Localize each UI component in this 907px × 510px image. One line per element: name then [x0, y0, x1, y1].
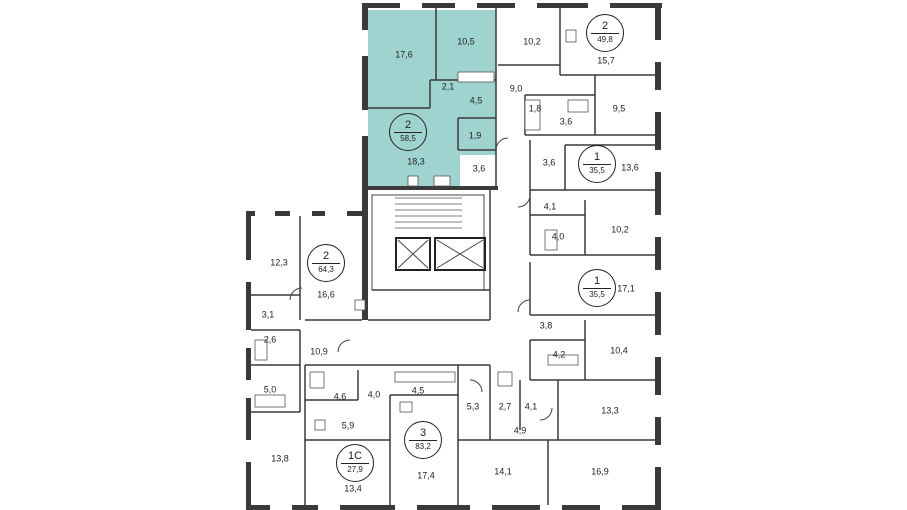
room-area: 1,8 — [528, 103, 542, 114]
room-area: 12,3 — [270, 257, 288, 268]
room-area: 10,9 — [310, 346, 328, 357]
room-area: 4,1 — [543, 201, 557, 212]
room-area: 4,9 — [513, 425, 527, 436]
apartment-badge[interactable]: 2 49,8 — [586, 14, 624, 52]
apartment-area: 35,5 — [589, 290, 605, 299]
windows — [246, 3, 661, 510]
room-area: 4,5 — [469, 95, 483, 106]
room-area: 3,6 — [542, 157, 556, 168]
apartment-area: 64,3 — [318, 265, 334, 274]
room-count: 2 — [322, 250, 330, 262]
room-area: 4,0 — [551, 231, 565, 242]
room-count: 2 — [601, 20, 609, 32]
room-count: 1 — [593, 151, 601, 163]
room-area: 2,7 — [498, 401, 512, 412]
room-area: 17,6 — [395, 49, 413, 60]
room-area: 2,1 — [441, 81, 455, 92]
room-area: 10,2 — [611, 224, 629, 235]
room-area: 3,1 — [261, 309, 275, 320]
room-area: 1,9 — [468, 130, 482, 141]
apartment-area: 27,9 — [347, 465, 363, 474]
room-area: 10,5 — [457, 36, 475, 47]
room-count: 3 — [419, 427, 427, 439]
core — [371, 194, 490, 291]
room-area: 4,2 — [552, 349, 566, 360]
room-area: 3,8 — [539, 320, 553, 331]
apartment-badge[interactable]: 1 35,5 — [578, 269, 616, 307]
doors — [289, 137, 553, 421]
apartment-area: 35,5 — [589, 166, 605, 175]
room-area: 3,6 — [472, 163, 486, 174]
room-area: 15,7 — [597, 55, 615, 66]
room-area: 10,2 — [523, 36, 541, 47]
room-count: 1С — [347, 450, 363, 462]
room-area: 16,9 — [591, 466, 609, 477]
room-area: 2,6 — [263, 334, 277, 345]
room-area: 17,1 — [617, 283, 635, 294]
room-area: 16,6 — [317, 289, 335, 300]
room-area: 9,5 — [612, 103, 626, 114]
room-area: 9,0 — [509, 83, 523, 94]
room-area: 13,4 — [344, 483, 362, 494]
room-area: 14,1 — [494, 466, 512, 477]
room-area: 4,0 — [367, 389, 381, 400]
room-area: 5,3 — [466, 401, 480, 412]
room-area: 5,9 — [341, 420, 355, 431]
room-area: 4,6 — [333, 391, 347, 402]
room-area: 13,8 — [271, 453, 289, 464]
room-area: 18,3 — [407, 156, 425, 167]
apartment-area: 58,5 — [400, 134, 416, 143]
fixtures — [254, 29, 589, 431]
apartment-badge[interactable]: 1 35,5 — [578, 145, 616, 183]
room-area: 13,6 — [621, 162, 639, 173]
room-area: 17,4 — [417, 470, 435, 481]
room-area: 13,3 — [601, 405, 619, 416]
room-area: 4,5 — [411, 385, 425, 396]
room-area: 10,4 — [610, 345, 628, 356]
apartment-badge[interactable]: 2 58,5 — [389, 113, 427, 151]
apartment-area: 49,8 — [597, 35, 613, 44]
apartment-badge[interactable]: 3 83,2 — [404, 421, 442, 459]
room-count: 2 — [404, 119, 412, 131]
apartment-badge[interactable]: 2 64,3 — [307, 244, 345, 282]
room-count: 1 — [593, 275, 601, 287]
room-area: 3,6 — [559, 116, 573, 127]
apartment-badge[interactable]: 1С 27,9 — [336, 444, 374, 482]
room-area: 5,0 — [263, 384, 277, 395]
apartment-area: 83,2 — [415, 442, 431, 451]
room-area: 4,1 — [524, 401, 538, 412]
